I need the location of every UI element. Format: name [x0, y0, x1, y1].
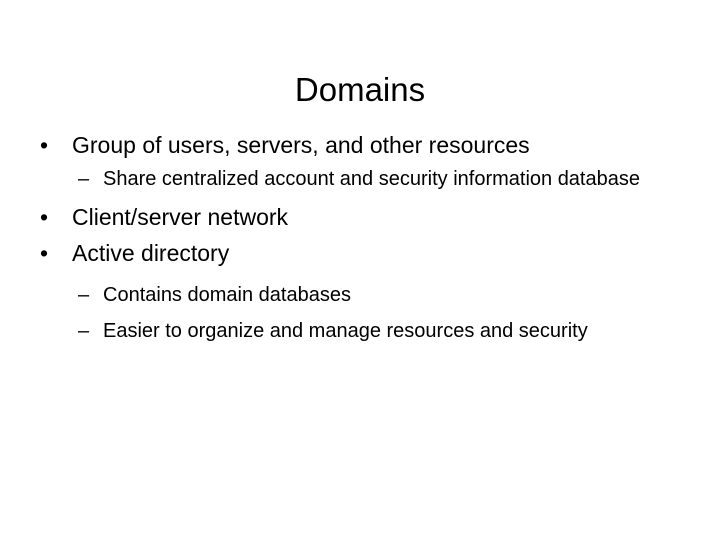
- bullet-item-level2: – Contains domain databases: [36, 282, 684, 308]
- spacer: [36, 308, 684, 318]
- bullet-text: Group of users, servers, and other resou…: [72, 132, 530, 158]
- bullet-dash-icon: –: [78, 320, 90, 342]
- bullet-item-level2: – Share centralized account and security…: [36, 166, 684, 192]
- spacer: [36, 192, 684, 202]
- bullet-dot-icon: •: [40, 132, 49, 158]
- bullet-text: Easier to organize and manage resources …: [103, 320, 588, 342]
- bullet-dot-icon: •: [40, 204, 49, 230]
- bullet-dash-icon: –: [78, 168, 90, 190]
- bullet-item-level2: – Easier to organize and manage resource…: [36, 318, 684, 344]
- slide-body: • Group of users, servers, and other res…: [36, 130, 684, 344]
- bullet-text: Client/server network: [72, 204, 289, 230]
- bullet-dash-icon: –: [78, 284, 90, 306]
- bullet-item-level1: • Client/server network: [36, 202, 684, 232]
- bullet-text: Active directory: [72, 240, 230, 266]
- bullet-dot-icon: •: [40, 240, 49, 266]
- bullet-text: Share centralized account and security i…: [103, 168, 640, 190]
- spacer: [36, 268, 684, 282]
- bullet-item-level1: • Active directory: [36, 238, 684, 268]
- bullet-item-level1: • Group of users, servers, and other res…: [36, 130, 684, 160]
- bullet-text: Contains domain databases: [103, 284, 351, 306]
- slide-title: Domains: [294, 71, 426, 109]
